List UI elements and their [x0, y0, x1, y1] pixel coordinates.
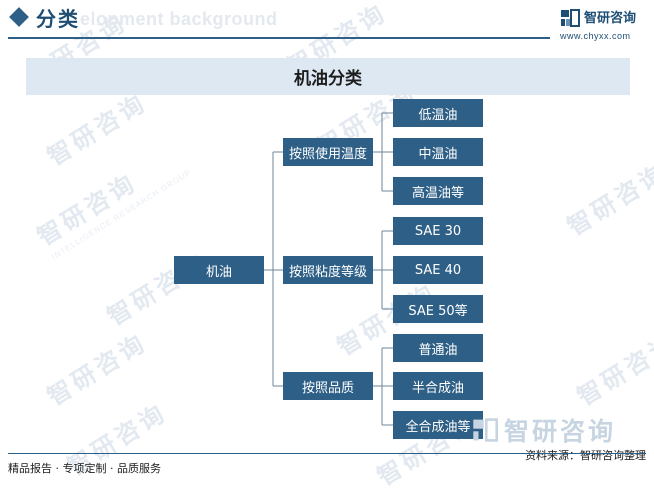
tree-connectors [264, 112, 393, 426]
group-node-quality: 按照品质 [283, 372, 373, 400]
header-background-text: elopment background [80, 9, 278, 29]
leaf-node: SAE 40 [393, 256, 483, 284]
footer-divider [8, 453, 646, 454]
logo-url: www.chyxx.com [560, 31, 631, 41]
diagram-title-bar: 机油分类 [26, 58, 630, 95]
leaf-node: SAE 30 [393, 217, 483, 245]
footer-tagline: 精品报告 · 专项定制 · 品质服务 [8, 462, 161, 475]
brand-watermark-text: 智研咨询 [504, 417, 617, 446]
group-node-temperature: 按照使用温度 [283, 138, 373, 166]
brand-watermark: 智研咨询 [472, 412, 616, 448]
root-node: 机油 [174, 256, 264, 284]
leaf-node: 普通油 [393, 334, 483, 362]
diagram-title: 机油分类 [294, 69, 362, 89]
logo-name: 智研咨询 [584, 11, 637, 26]
leaf-node: 高温油等 [393, 177, 483, 205]
brand-watermark-icon [473, 418, 498, 442]
header-divider [8, 37, 550, 39]
leaf-node: 全合成油等 [393, 411, 483, 439]
leaf-node: 半合成油 [393, 372, 483, 400]
leaf-node: 低温油 [393, 99, 483, 127]
group-node-viscosity: 按照粘度等级 [283, 256, 373, 284]
leaf-node: SAE 50等 [393, 295, 483, 323]
logo-icon [561, 9, 580, 27]
page-title: 分类 [36, 7, 80, 31]
source-note: 资料来源：智研咨询整理 [525, 449, 646, 462]
leaf-node: 中温油 [393, 138, 483, 166]
